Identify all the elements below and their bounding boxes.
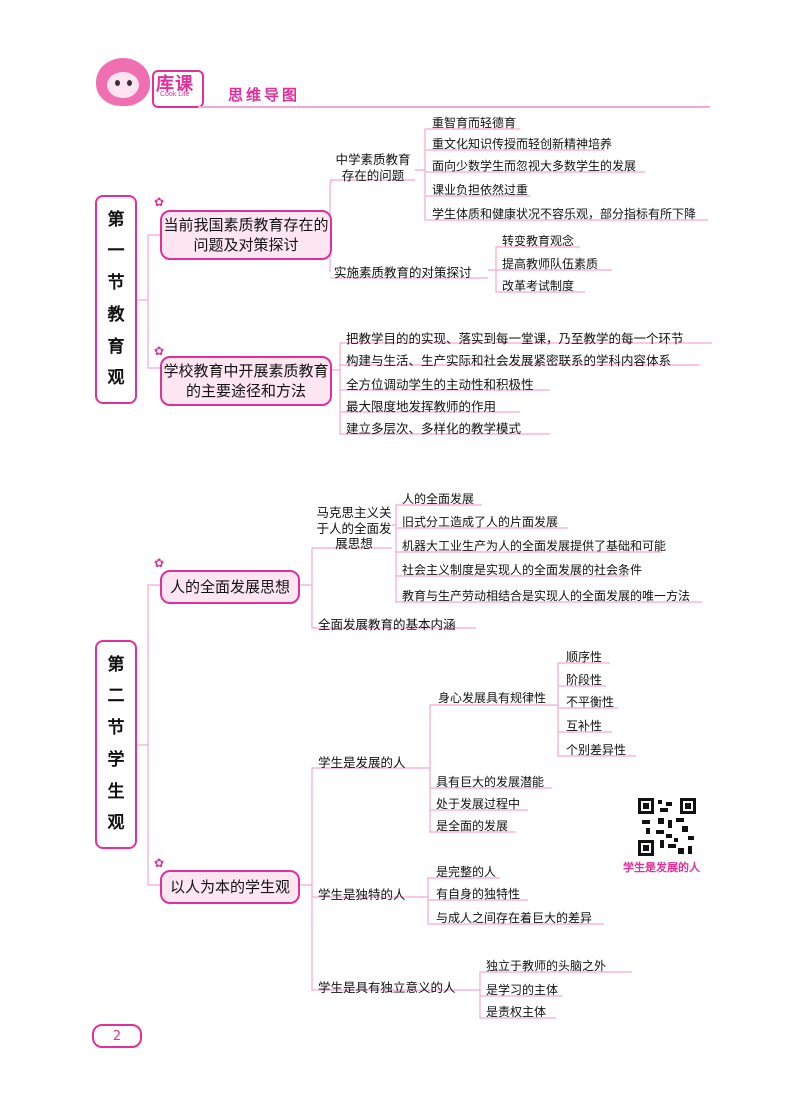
- section-2-char: 二: [107, 686, 125, 707]
- brand-logo-box: [152, 70, 204, 108]
- list-item: 与成人之间存在着巨大的差异: [436, 911, 593, 925]
- list-item: 旧式分工造成了人的片面发展: [402, 515, 559, 529]
- topic-quality-education-problems: 当前我国素质教育存在的问题及对策探讨: [160, 210, 332, 260]
- sprout-icon: ✿: [154, 856, 165, 870]
- list-item: 是责权主体: [486, 1005, 547, 1019]
- list-item: 具有巨大的发展潜能: [436, 775, 545, 789]
- branch-title-unique-person: 学生是独特的人: [318, 887, 406, 902]
- list-item: 是全面的发展: [436, 819, 509, 833]
- brand-logo-subtext: Cook Life: [160, 91, 190, 98]
- topic-all-round-development: 人的全面发展思想: [160, 570, 300, 604]
- brand-logo-text: 库课: [156, 74, 194, 95]
- fox-eye-icon: [115, 80, 120, 86]
- list-item: 课业负担依然过重: [432, 183, 529, 197]
- branch-title-connotation: 全面发展教育的基本内涵: [318, 617, 456, 632]
- section-2-char: 学: [107, 749, 125, 770]
- fox-eye-icon: [127, 80, 132, 86]
- section-2-char: 生: [107, 781, 125, 802]
- list-item: 转变教育观念: [502, 234, 575, 248]
- section-1-label: 第 一 节 教 育 观: [95, 195, 137, 404]
- qr-caption: 学生是发展的人: [623, 861, 700, 874]
- section-1-char: 节: [107, 273, 125, 294]
- sprout-icon: ✿: [154, 344, 165, 358]
- list-item: 个别差异性: [566, 743, 627, 757]
- list-item: 顺序性: [566, 650, 603, 664]
- branch-title-problems: 中学素质教育存在的问题: [335, 152, 411, 183]
- list-item: 是学习的主体: [486, 983, 559, 997]
- list-item: 建立多层次、多样化的教学模式: [346, 421, 522, 436]
- list-item: 有自身的独特性: [436, 887, 521, 901]
- sprout-icon: ✿: [154, 195, 165, 209]
- section-1-char: 观: [107, 368, 125, 389]
- list-item: 处于发展过程中: [436, 797, 521, 811]
- section-2-char: 节: [107, 718, 125, 739]
- branch-title-marxism: 马克思主义关于人的全面发展思想: [316, 505, 392, 552]
- list-item: 阶段性: [566, 673, 603, 687]
- branch-title-independent-person: 学生是具有独立意义的人: [318, 980, 456, 995]
- page-number: 2: [92, 1024, 142, 1048]
- list-item: 把教学目的的实现、落实到每一堂课，乃至教学的每一个环节: [346, 331, 684, 346]
- list-item: 重智育而轻德育: [432, 116, 517, 130]
- list-item: 重文化知识传授而轻创新精神培养: [432, 137, 613, 151]
- list-item: 不平衡性: [566, 695, 615, 709]
- list-item: 改革考试制度: [502, 279, 575, 293]
- page-header-title: 思维导图: [228, 86, 301, 104]
- list-item: 社会主义制度是实现人的全面发展的社会条件: [402, 563, 643, 577]
- list-item: 提高教师队伍素质: [502, 257, 599, 271]
- section-1-char: 第: [107, 209, 125, 230]
- subbranch-title-regularity: 身心发展具有规律性: [438, 691, 547, 705]
- list-item: 教育与生产劳动相结合是实现人的全面发展的唯一方法: [402, 589, 691, 603]
- section-1-char: 教: [107, 304, 125, 325]
- list-item: 构建与生活、生产实际和社会发展紧密联系的学科内容体系: [346, 353, 672, 368]
- section-2-char: 第: [107, 654, 125, 675]
- list-item: 学生体质和健康状况不容乐观，部分指标有所下降: [432, 207, 697, 221]
- section-2-label: 第 二 节 学 生 观: [95, 640, 137, 849]
- topic-people-oriented-student-view: 以人为本的学生观: [160, 870, 300, 904]
- branch-title-countermeasures: 实施素质教育的对策探讨: [334, 265, 472, 280]
- list-item: 全方位调动学生的主动性和积极性: [346, 377, 534, 392]
- sprout-icon: ✿: [154, 556, 165, 570]
- list-item: 机器大工业生产为人的全面发展提供了基础和可能: [402, 539, 667, 553]
- list-item: 是完整的人: [436, 865, 497, 879]
- branch-title-developing-person: 学生是发展的人: [318, 755, 406, 770]
- list-item: 面向少数学生而忽视大多数学生的发展: [432, 159, 637, 173]
- fox-face-icon: [107, 72, 139, 98]
- section-1-char: 育: [107, 336, 125, 357]
- list-item: 互补性: [566, 719, 603, 733]
- section-2-char: 观: [107, 813, 125, 834]
- topic-quality-education-methods: 学校教育中开展素质教育的主要途径和方法: [160, 356, 332, 406]
- list-item: 最大限度地发挥教师的作用: [346, 399, 497, 414]
- list-item: 独立于教师的头脑之外: [486, 959, 607, 973]
- header-divider: [198, 106, 710, 108]
- list-item: 人的全面发展: [402, 492, 475, 506]
- section-1-char: 一: [107, 241, 125, 262]
- qr-code-icon[interactable]: [638, 798, 696, 856]
